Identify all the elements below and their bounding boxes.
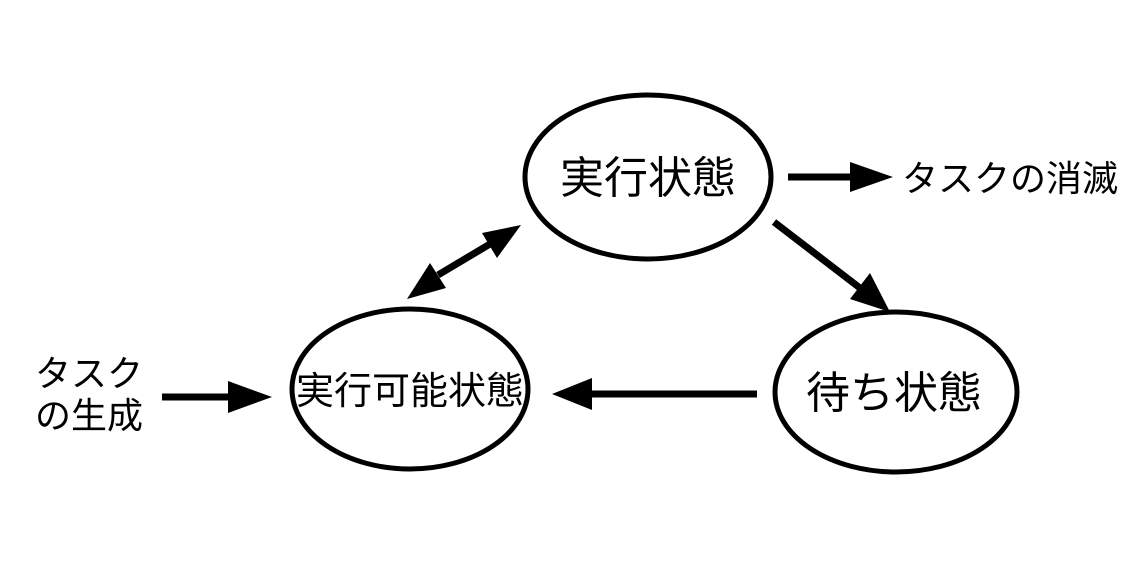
arrow-create-to-ready-head: [228, 381, 272, 413]
arrow-waiting-to-ready: [552, 378, 757, 410]
node-ready-ellipse: [289, 306, 531, 472]
arrow-waiting-to-ready-head: [552, 378, 592, 410]
node-waiting: 待ち状態: [772, 309, 1020, 475]
arrow-running-to-waiting-shaft: [771, 219, 863, 291]
arrow-running-to-waiting-head: [850, 273, 890, 312]
node-waiting-label: 待ち状態: [806, 368, 982, 419]
arrow-create-to-ready: [162, 381, 272, 413]
arrow-ready-running-bidirectional: [407, 225, 521, 299]
node-waiting-ellipse: [772, 309, 1020, 475]
node-running-ellipse: [522, 92, 774, 262]
arrow-running-to-end-head: [850, 162, 893, 192]
node-running: 実行状態: [522, 92, 774, 262]
arrow-running-to-end: [788, 162, 893, 192]
node-running-label: 実行状態: [560, 153, 736, 204]
label-task-create-line2: の生成: [35, 396, 143, 437]
arrow-ready-running-head-bottom: [407, 263, 446, 299]
label-task-create-line1: タスク: [35, 354, 143, 395]
arrow-running-to-waiting: [771, 219, 890, 312]
label-task-end: タスクの消滅: [902, 159, 1118, 200]
node-ready: 実行可能状態: [289, 306, 531, 472]
node-ready-label: 実行可能状態: [296, 369, 524, 413]
arrow-ready-running-head-top: [482, 225, 521, 258]
arrow-ready-running-shaft: [436, 240, 492, 279]
